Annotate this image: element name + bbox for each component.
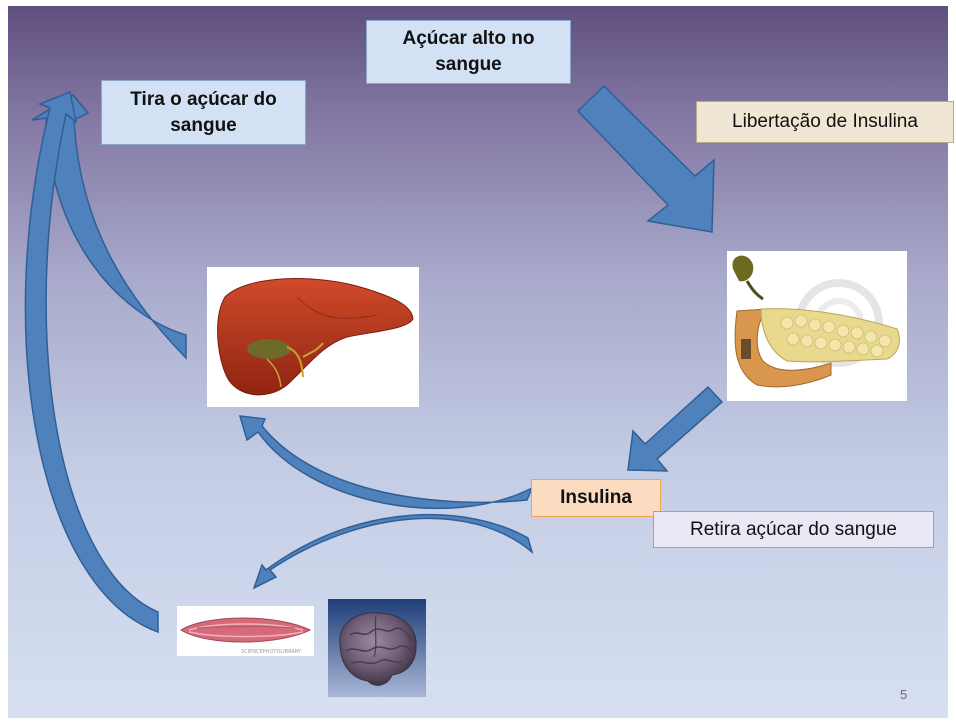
pancreas-illustration-icon: [727, 251, 907, 401]
node-insulin-release-label: Libertação de Insulina: [732, 109, 918, 135]
node-remove-sugar: Tira o açúcar do sangue: [101, 80, 306, 145]
watermark: SCIENCEPHOTOLIBRARY: [241, 649, 302, 655]
brain-illustration-icon: [328, 599, 426, 697]
arrow-insulina-to-liver: [240, 416, 532, 508]
node-removes-sugar: Retira açúcar do sangue: [653, 511, 934, 548]
page-number: 5: [900, 687, 907, 702]
muscle-illustration-icon: SCIENCEPHOTOLIBRARY: [177, 606, 314, 656]
liver-illustration-icon: [207, 267, 419, 407]
brain-image: [328, 599, 426, 697]
muscle-image: SCIENCEPHOTOLIBRARY: [177, 606, 314, 656]
node-remove-sugar-label: Tira o açúcar do sangue: [120, 87, 287, 138]
liver-image: [207, 267, 419, 407]
node-insulin: Insulina: [531, 479, 661, 517]
arrow-insulina-to-muscle: [254, 515, 532, 588]
pancreas-image: [727, 251, 907, 401]
node-high-sugar-label: Açúcar alto no sangue: [385, 26, 552, 77]
node-insulin-release: Libertação de Insulina: [696, 101, 954, 143]
arrow-to-pancreas: [578, 86, 714, 232]
node-high-sugar: Açúcar alto no sangue: [366, 20, 571, 84]
arrow-muscle-to-remove-sugar: [25, 92, 158, 632]
node-insulin-label: Insulina: [560, 485, 632, 511]
arrow-to-insulina: [628, 387, 722, 471]
node-removes-sugar-label: Retira açúcar do sangue: [690, 517, 897, 543]
